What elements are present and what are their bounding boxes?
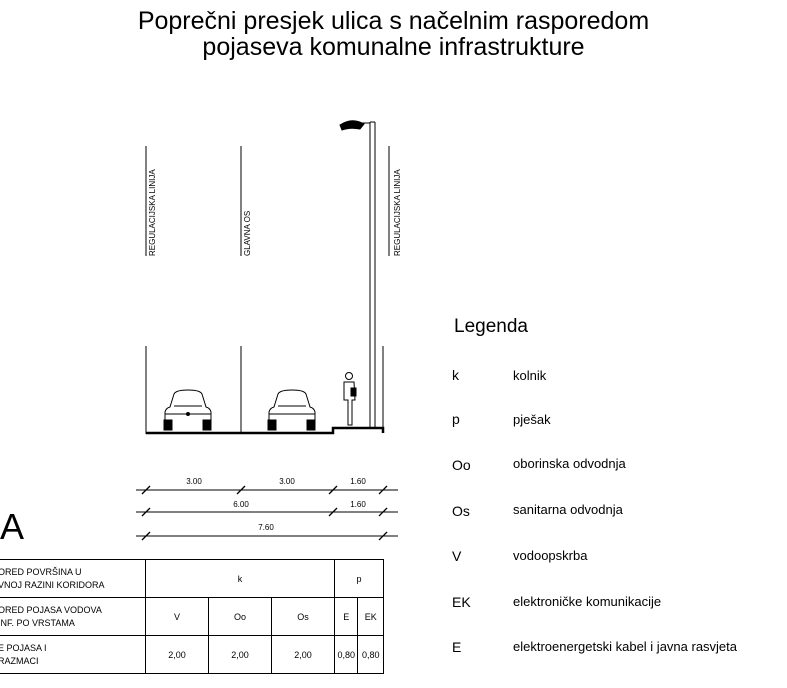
legend-desc: vodoopskrba (513, 548, 588, 563)
legend-code: k (452, 367, 459, 383)
table-cell: EK (357, 597, 384, 636)
dimension-lines (136, 489, 398, 537)
table-cell: 2,00 (145, 635, 209, 674)
table-cell: 0,80 (357, 635, 384, 674)
table-cell: k (145, 559, 335, 598)
legend-code: p (452, 411, 460, 427)
legend-title: Legenda (454, 316, 528, 337)
table-cell: 2,00 (271, 635, 335, 674)
dim-label: 3.00 (186, 477, 202, 486)
legend-code: Oo (452, 457, 471, 473)
legend-code: V (452, 548, 462, 564)
car-icon (163, 389, 212, 431)
dim-label: 1.60 (350, 477, 366, 486)
table-row-label: ORED POJASA VODOVA INF. PO VRSTAMA (0, 597, 146, 636)
table-cell: Oo (208, 597, 272, 636)
legend-desc: sanitarna odvodnja (513, 502, 623, 517)
table-row: ORED POJASA VODOVA INF. PO VRSTAMA V Oo … (0, 597, 384, 636)
table-cell: 2,00 (208, 635, 272, 674)
road-surface-line (146, 426, 385, 435)
legend-code: EK (452, 594, 471, 610)
legend-desc: pješak (513, 412, 551, 427)
dim-label: 7.60 (258, 523, 274, 532)
legend-desc: oborinska odvodnja (513, 456, 626, 471)
dimension-ticks (141, 485, 388, 541)
legend-desc: elektroničke komunikacije (513, 594, 662, 609)
legend-code: Os (452, 503, 470, 519)
table-cell: Os (271, 597, 335, 636)
table-cell: E (333, 597, 359, 636)
title-line-1: Poprečni presjek ulica s načelnim raspor… (137, 7, 650, 35)
legend-desc: elektroenergetski kabel i javna rasvjeta (513, 639, 738, 654)
pedestrian-icon (343, 372, 357, 426)
title-line-2: pojaseva komunalne infrastrukture (202, 33, 585, 61)
dim-label: 1.60 (350, 500, 366, 509)
car-icon (267, 389, 316, 431)
table-cell: V (145, 597, 209, 636)
main-axis-label: GLAVNA OS (243, 211, 252, 256)
dim-label: 3.00 (279, 477, 295, 486)
regulation-line-left-label: REGULACIJSKA LINIJA (148, 169, 157, 256)
dim-label: 6.00 (233, 500, 249, 509)
street-lamp-icon (339, 120, 376, 428)
table-cell: 0,80 (333, 635, 359, 674)
table-cell: p (334, 559, 384, 598)
page-title: Poprečni presjek ulica s načelnim raspor… (0, 8, 787, 60)
legend-code: E (452, 639, 462, 655)
legend-desc: kolnik (513, 368, 547, 383)
section-letter: A (0, 506, 25, 547)
regulation-line-right-label: REGULACIJSKA LINIJA (393, 169, 402, 256)
